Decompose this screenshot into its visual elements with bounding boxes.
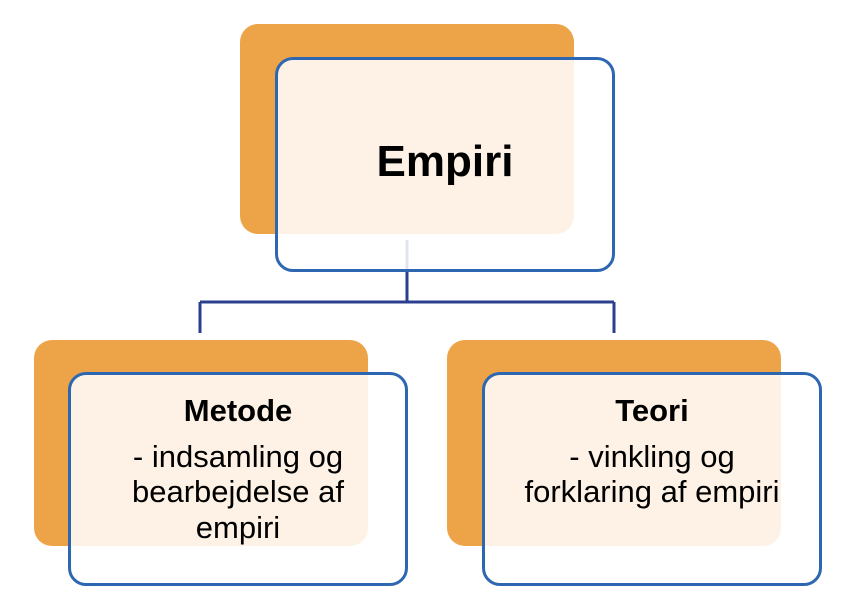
left-node-content: Metode - indsamling og bearbejdelse af e… [71,393,405,546]
top-node-title: Empiri [376,137,514,187]
top-node: Empiri [275,57,615,272]
right-node-description: - vinkling og forklaring af empiri [524,438,780,510]
left-node: Metode - indsamling og bearbejdelse af e… [68,372,408,586]
right-node: Teori - vinkling og forklaring af empiri [482,372,822,586]
left-node-description: - indsamling og bearbejdelse af empiri [132,438,344,545]
left-node-title: Metode [183,393,293,428]
right-node-content: Teori - vinkling og forklaring af empiri [485,393,819,510]
right-node-title: Teori [615,393,689,428]
